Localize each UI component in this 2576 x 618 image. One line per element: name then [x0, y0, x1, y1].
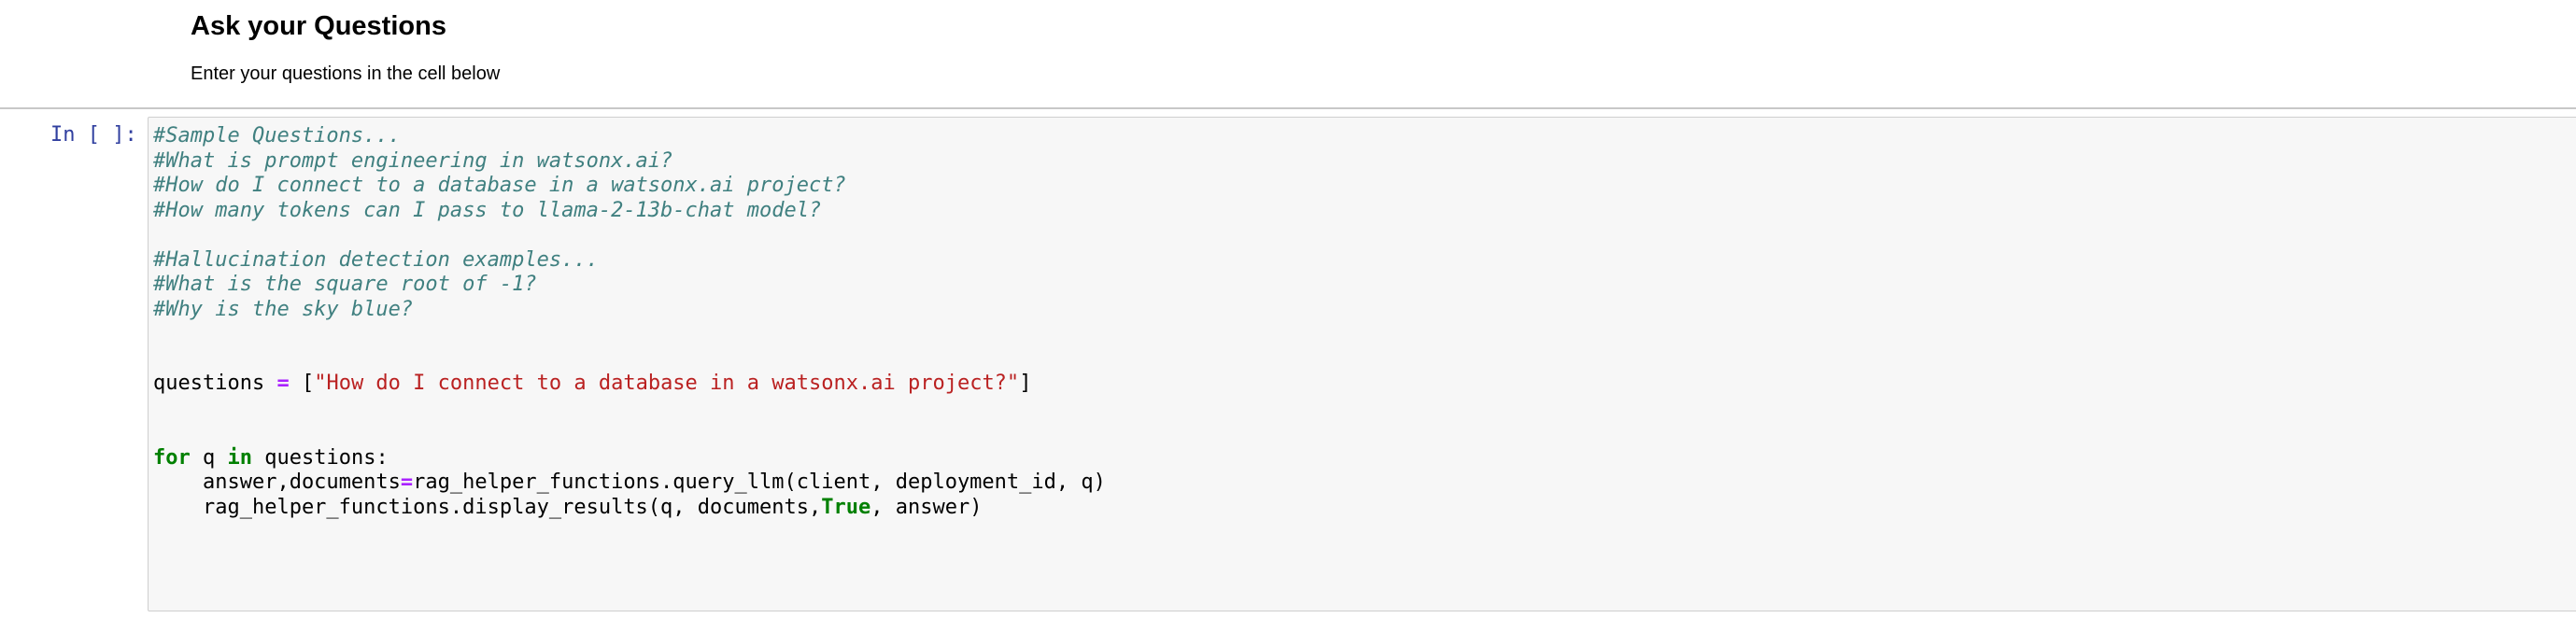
code-comment: #What is prompt engineering in watsonx.a…: [153, 148, 673, 173]
code-text: answer,documents: [153, 471, 401, 494]
code-keyword: for: [153, 445, 191, 470]
code-comment: #How do I connect to a database in a wat…: [153, 174, 846, 197]
code-text: , answer): [870, 495, 983, 519]
code-text: rag_helper_functions.display_results(q, …: [153, 495, 822, 519]
section-description: Enter your questions in the cell below: [191, 63, 501, 84]
code-content[interactable]: #Sample Questions... #What is prompt eng…: [153, 124, 1106, 520]
code-comment: #What is the square root of -1?: [153, 273, 537, 296]
cell-divider: [0, 107, 2576, 109]
code-comment: #Hallucination detection examples...: [153, 247, 599, 272]
code-operator: =: [276, 372, 290, 395]
input-prompt: In [ ]:: [50, 123, 137, 147]
section-title: Ask your Questions: [191, 11, 446, 41]
code-comment: #Why is the sky blue?: [153, 297, 414, 321]
code-punct: [: [289, 372, 315, 395]
code-cell-editor[interactable]: #Sample Questions... #What is prompt eng…: [148, 117, 2576, 611]
code-text: questions:: [252, 445, 389, 470]
code-text: rag_helper_functions.query_llm(client, d…: [413, 471, 1106, 494]
code-string: "How do I connect to a database in a wat…: [314, 372, 1020, 395]
code-comment: #How many tokens can I pass to llama-2-1…: [153, 198, 822, 222]
code-comment: #Sample Questions...: [153, 124, 401, 147]
code-punct: ]: [1019, 372, 1032, 395]
code-operator: =: [400, 471, 414, 494]
code-keyword: in: [227, 445, 253, 470]
code-variable: questions: [153, 372, 277, 395]
code-keyword: True: [821, 495, 871, 519]
code-text: q: [190, 445, 228, 470]
